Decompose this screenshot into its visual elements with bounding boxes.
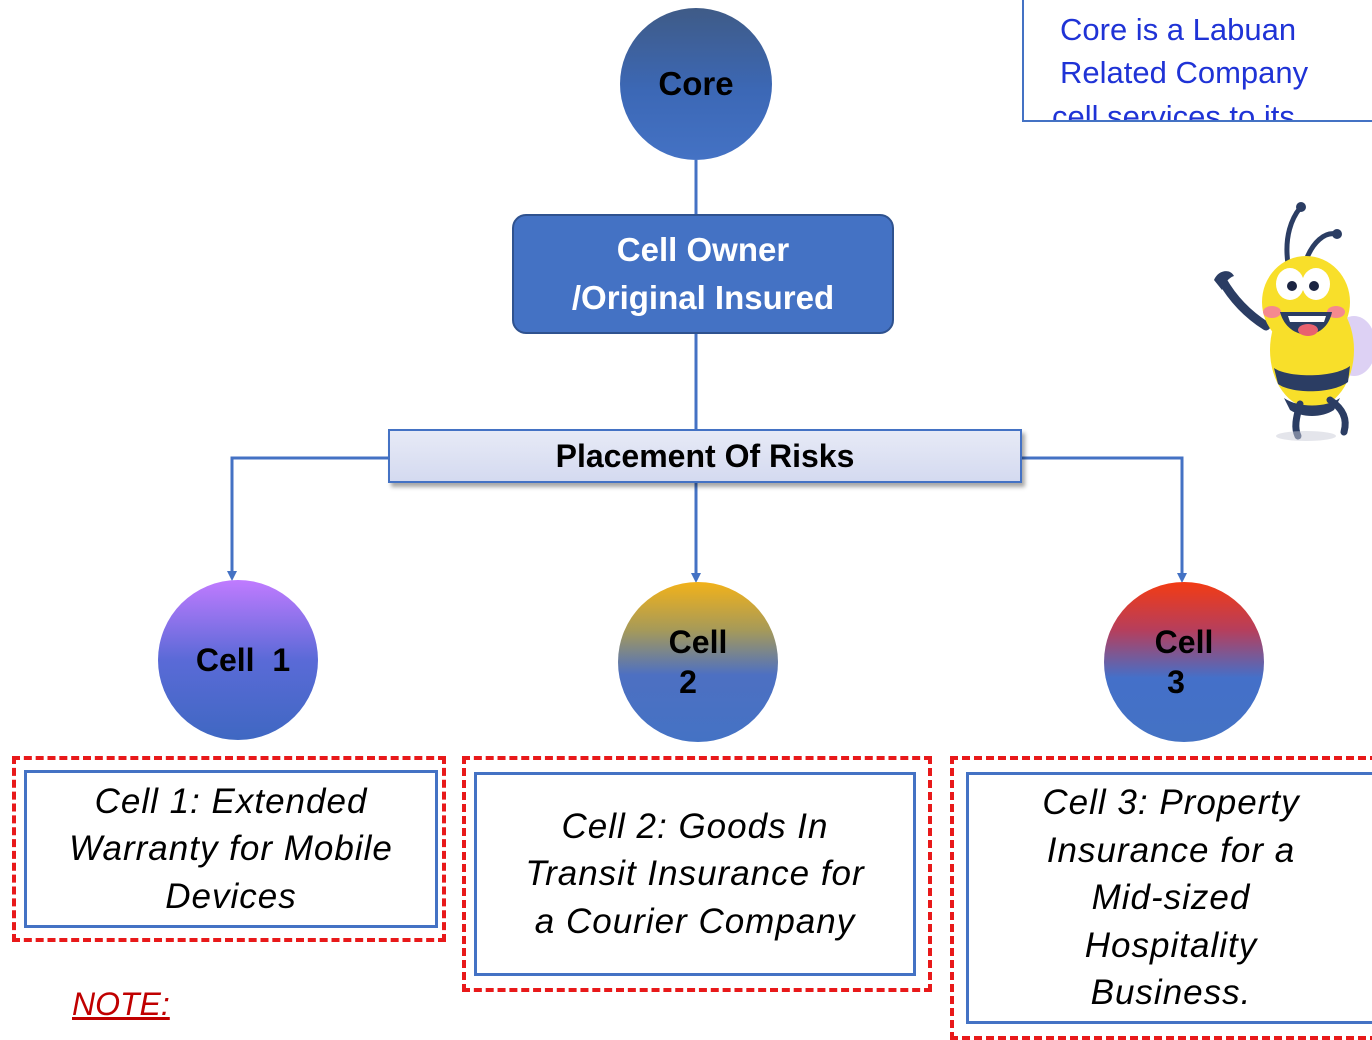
- cell-1-dashed-frame: [12, 756, 446, 942]
- cell-2-circle-label-2: 2: [679, 664, 697, 700]
- cell-2-circle-label: Cell: [668, 624, 728, 660]
- placement-to-cell1-arrow: [227, 456, 388, 581]
- cell-3-description: Cell 3: Property Insurance for a Mid-siz…: [1042, 783, 1300, 1013]
- info-line-3: cell services to its: [1052, 98, 1295, 122]
- cell-3-circle-label: Cell: [1154, 624, 1214, 660]
- placement-label: Placement Of Risks: [555, 437, 855, 474]
- owner-line-1: Cell Owner: [616, 231, 790, 269]
- cell-1-description-box: Cell 1: Extended Warranty for Mobile Dev…: [24, 770, 438, 928]
- cell-owner-box: Cell Owner /Original Insured: [512, 214, 894, 334]
- cell-1-circle-label: Cell 1: [195, 642, 291, 678]
- info-line-1: Core is a Labuan: [1060, 12, 1297, 47]
- cell-3-circle-label-2: 3: [1167, 664, 1185, 700]
- cell-2-description-box: Cell 2: Goods In Transit Insurance for a…: [474, 772, 916, 976]
- owner-line-2: /Original Insured: [571, 279, 835, 316]
- core-label: Core: [658, 65, 734, 102]
- cell-2-dashed-frame: [462, 756, 932, 992]
- placement-to-cell3-arrow: [1022, 456, 1187, 583]
- placement-of-risks-box: Placement Of Risks: [388, 429, 1022, 483]
- info-line-2: Related Company: [1060, 55, 1309, 91]
- core-node: Core: [620, 8, 772, 160]
- info-callout: Core is a Labuan Related Company cell se…: [1022, 0, 1372, 122]
- cell-2-node: Cell 2: [618, 582, 778, 742]
- cell-3-node: Cell 3: [1104, 582, 1264, 742]
- cell-3-description-box: Cell 3: Property Insurance for a Mid-siz…: [966, 772, 1372, 1024]
- cell-2-description: Cell 2: Goods In Transit Insurance for a…: [525, 806, 865, 941]
- note-label: NOTE:: [72, 986, 170, 1022]
- cell-1-description: Cell 1: Extended Warranty for Mobile Dev…: [69, 781, 393, 916]
- cell-1-node: Cell 1: [158, 580, 318, 740]
- bee-mascot-icon: [1214, 202, 1372, 441]
